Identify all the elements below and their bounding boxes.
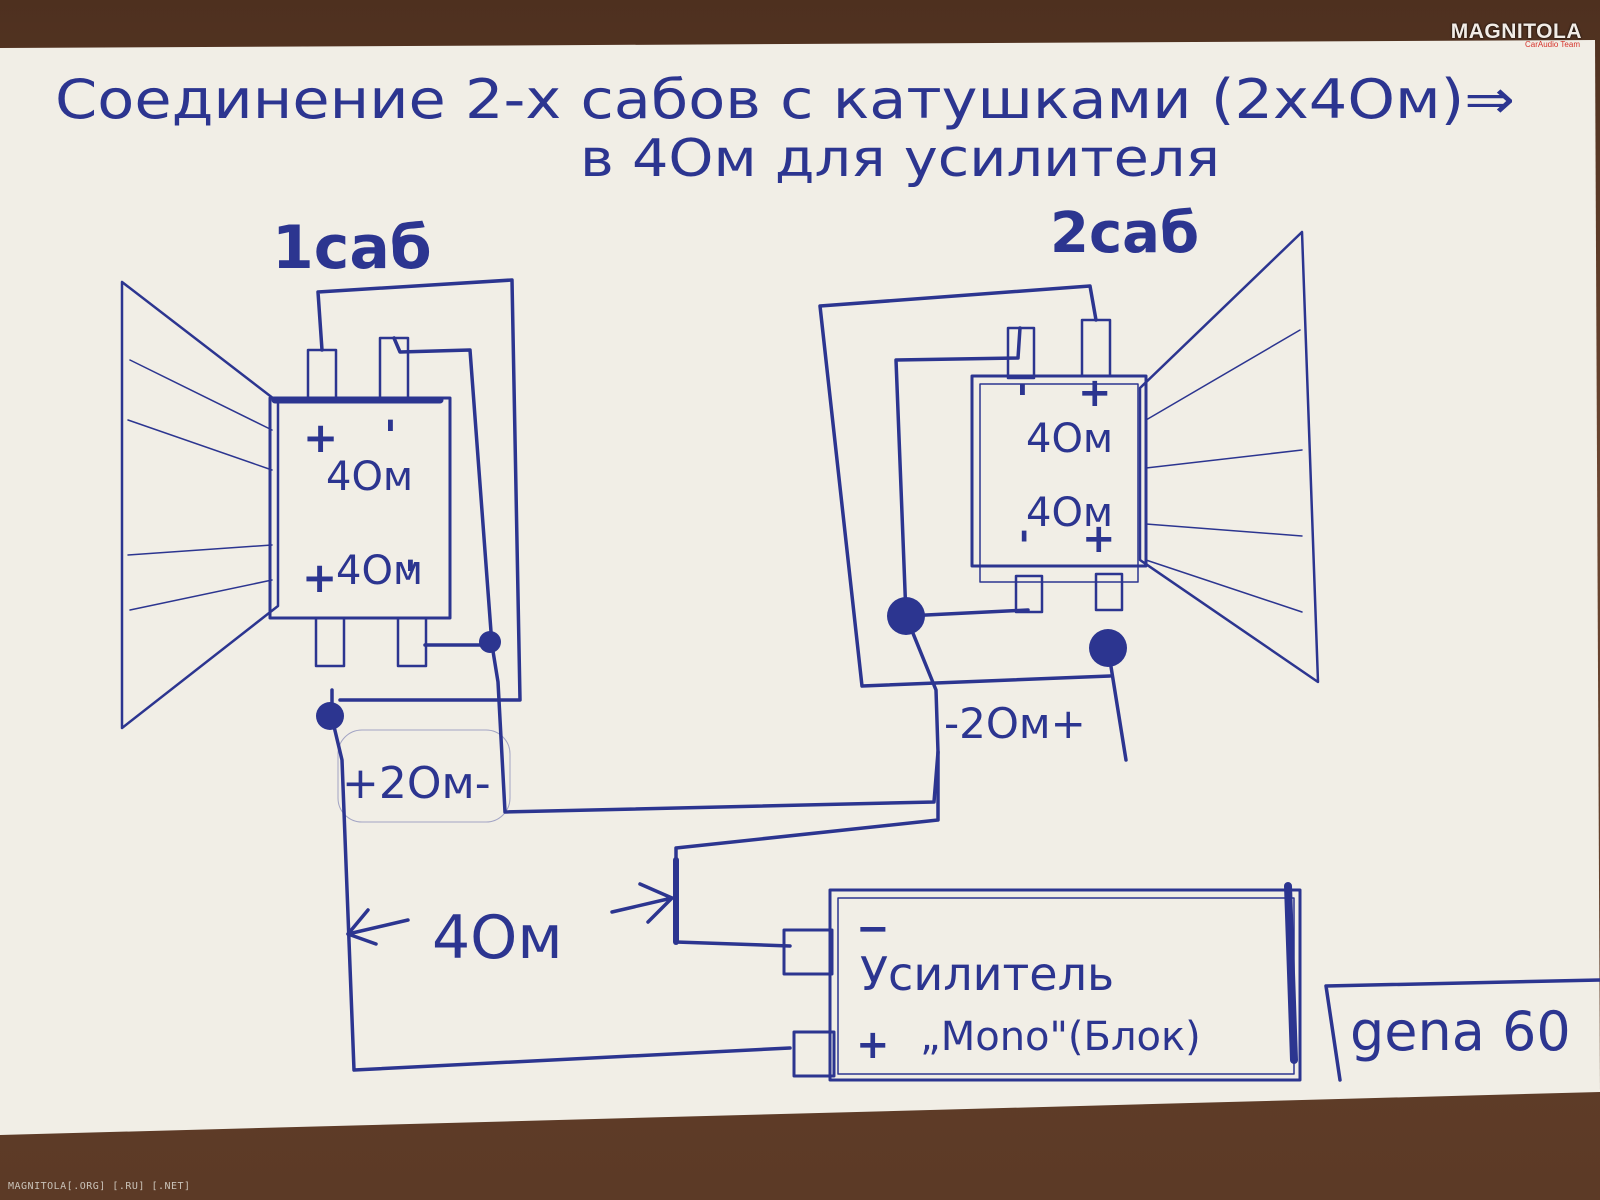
sub1-label: 1саб bbox=[272, 213, 432, 283]
sub1-coil-top-value: 4Ом bbox=[326, 454, 413, 500]
junction-dot bbox=[479, 631, 501, 653]
sub1-terminal-bottom-left bbox=[314, 616, 346, 668]
amp-minus-sign: − bbox=[856, 906, 890, 952]
sub2-wire-bottom bbox=[904, 608, 1030, 618]
paper bbox=[0, 40, 1600, 1135]
sub2-coil-bottom-plus: + bbox=[1082, 516, 1116, 562]
sub1-coil-bottom-plus: + bbox=[302, 553, 337, 602]
sub2-coil-bottom-value: 4Ом bbox=[1026, 490, 1113, 536]
amp-terminal-plus bbox=[792, 1030, 836, 1078]
watermark-tagline: CarAudio Team bbox=[1525, 40, 1580, 49]
amp-name: Усилитель bbox=[860, 947, 1114, 1001]
junction-dot bbox=[887, 597, 925, 635]
amp-plus-sign: + bbox=[856, 1022, 890, 1068]
junction-dot bbox=[316, 702, 344, 730]
sub2-terminal-bottom-right bbox=[1094, 572, 1124, 612]
sub2-label: 2саб bbox=[1050, 201, 1199, 266]
sub2-terminal-bottom-left bbox=[1014, 574, 1044, 614]
sub1-pair-label: +2Ом- bbox=[342, 758, 491, 809]
sub1-coil-bottom-value: 4Ом bbox=[336, 548, 423, 594]
total-impedance-label: 4Ом bbox=[432, 903, 563, 973]
sub2-wire-jumper bbox=[894, 326, 1022, 618]
sub1-wire-to-sub2 bbox=[490, 643, 940, 814]
subwoofer-1-cone bbox=[120, 280, 280, 730]
sub1-coil-top-plus: + bbox=[303, 413, 338, 462]
sub1-coil-bottom-minus: ' bbox=[404, 551, 417, 600]
amp-terminal-minus bbox=[782, 928, 834, 976]
sub1-wire-top-loop bbox=[316, 278, 522, 702]
subwoofer-2-magnet bbox=[970, 374, 1148, 568]
sub2-coil-top-plus: + bbox=[1078, 370, 1112, 416]
watermark-logo: MAGNITOLA bbox=[1450, 20, 1582, 43]
subwoofer-2-cone bbox=[1138, 230, 1320, 684]
sub1-coil-top-minus: ' bbox=[384, 411, 397, 460]
title-line-1: Соединение 2-х сабов с катушками (2х4Ом)… bbox=[55, 68, 1515, 131]
signature: gena 60 bbox=[1350, 1000, 1571, 1063]
watermark-footer: MAGNITOLA[.ORG] [.RU] [.NET] bbox=[8, 1181, 191, 1192]
title-line-2: в 4Ом для усилителя bbox=[580, 129, 1220, 189]
signature-frame bbox=[1324, 978, 1600, 1082]
sub2-pair-label: -2Ом+ bbox=[944, 699, 1086, 748]
sub2-coil-bottom-minus: ' bbox=[1018, 524, 1030, 570]
sub2-coil-top-minus: ' bbox=[1016, 375, 1029, 424]
sub2-coil-top-value: 4Ом bbox=[1026, 416, 1113, 462]
sub1-terminal-bottom-right bbox=[396, 616, 428, 668]
amplifier-box bbox=[828, 888, 1302, 1082]
sub2-wire-top-loop bbox=[818, 284, 1112, 688]
amp-mode: „Mono"(Блок) bbox=[920, 1014, 1201, 1060]
junction-dot bbox=[1089, 629, 1127, 667]
sub1-wire-jumper bbox=[392, 336, 494, 647]
